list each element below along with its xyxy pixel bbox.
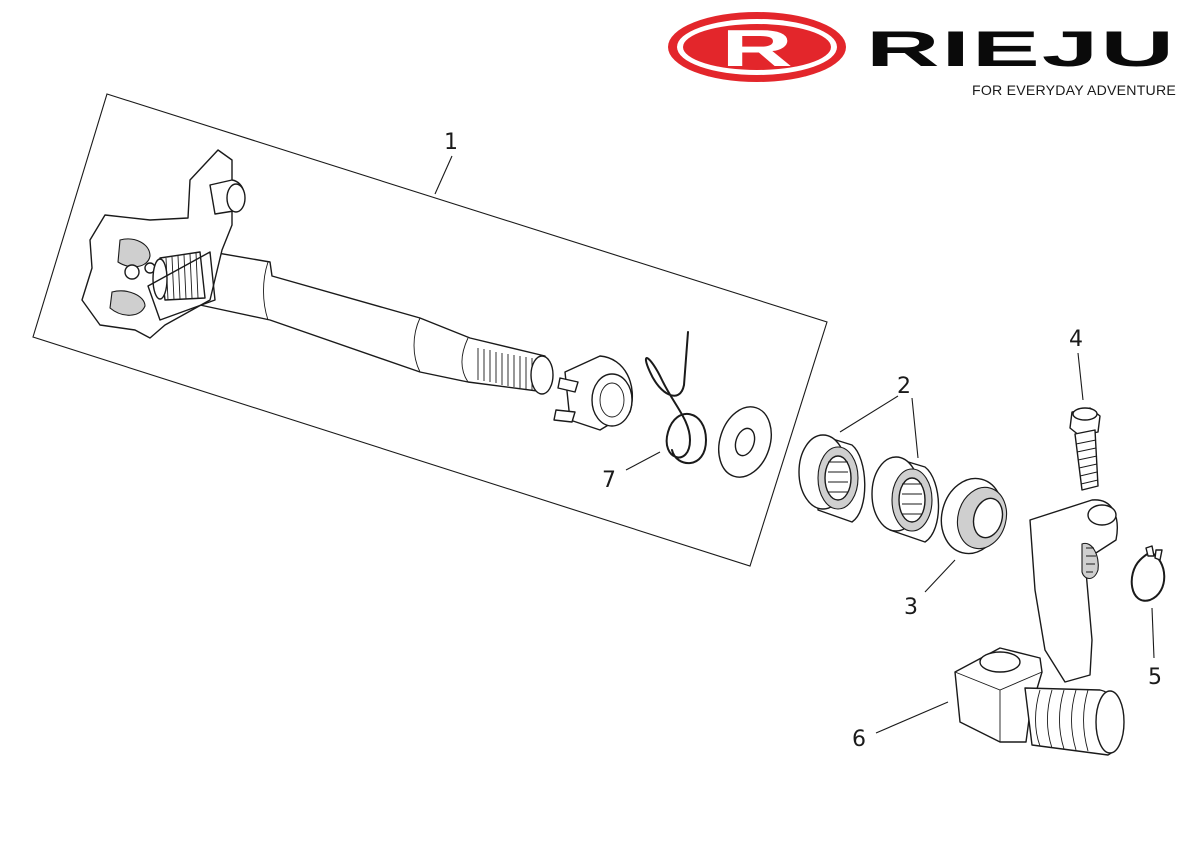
brand-name: RIEJU <box>866 21 1176 77</box>
shaft-end-cap <box>530 355 554 395</box>
leader-lines <box>434 155 1155 734</box>
return-spring <box>644 331 707 465</box>
callout-4: 4 <box>1069 327 1083 352</box>
callout-7: 7 <box>602 468 616 493</box>
callout-6: 6 <box>852 727 866 752</box>
leader-2a <box>839 395 899 433</box>
leader-2b <box>911 397 919 459</box>
needle-bearing-b <box>871 456 940 543</box>
oil-seal <box>940 477 1008 555</box>
leader-5 <box>1151 607 1155 659</box>
guide-collar <box>553 355 634 431</box>
callout-1: 1 <box>444 130 458 155</box>
needle-bearing-a <box>798 434 866 523</box>
kickstart-shaft-assembly <box>81 149 554 395</box>
leader-6 <box>875 701 949 734</box>
brand-logo: R RIEJU FOR EVERYDAY ADVENTURE <box>668 12 1176 98</box>
leader-3 <box>924 559 956 593</box>
kick-lever <box>954 499 1125 756</box>
callout-5: 5 <box>1148 665 1162 690</box>
shaft-splines <box>477 348 533 390</box>
plate-hole <box>124 264 140 280</box>
shaft <box>199 249 546 393</box>
logo-red-inner <box>683 24 831 70</box>
assembly-1-box <box>32 93 828 567</box>
leader-4 <box>1077 352 1084 401</box>
washer <box>718 406 772 478</box>
leader-1 <box>434 155 453 195</box>
callout-labels: 1 2 3 4 5 6 7 <box>444 130 1162 752</box>
bolt <box>1069 407 1101 491</box>
brand-tagline: FOR EVERYDAY ADVENTURE <box>972 82 1176 98</box>
logo-letter: R <box>721 19 792 77</box>
leader-7 <box>625 451 661 471</box>
callout-3: 3 <box>904 595 918 620</box>
callout-2: 2 <box>897 374 911 399</box>
circlip <box>1130 545 1166 602</box>
